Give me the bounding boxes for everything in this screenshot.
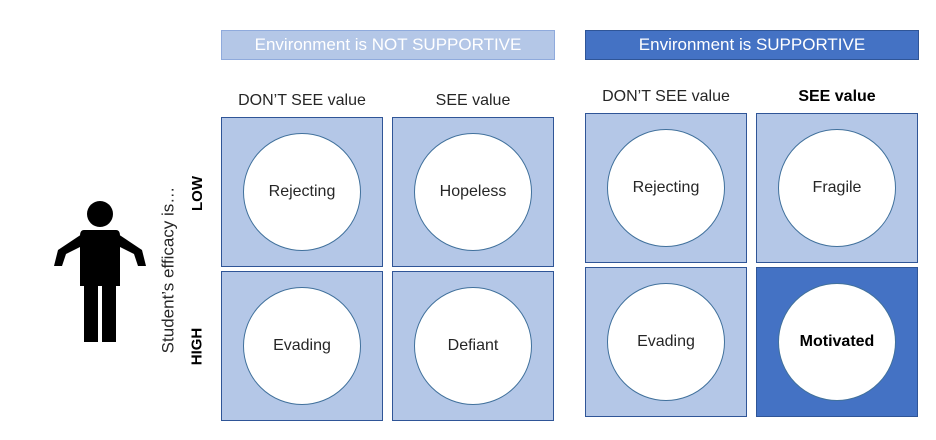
row-label-high: HIGH — [188, 327, 206, 365]
quadrant-label: Evading — [607, 283, 725, 401]
quadrant-motivated: Motivated — [756, 267, 918, 417]
quadrant-label: Hopeless — [414, 133, 532, 251]
quadrant-evading: Evading — [585, 267, 747, 417]
column-label-see-value: SEE value — [435, 92, 511, 109]
quadrant-evading: Evading — [221, 271, 383, 421]
quadrant-label: Rejecting — [607, 129, 725, 247]
efficacy-axis-title: Student’s efficacy is… — [158, 186, 177, 354]
row-label-low: LOW — [188, 175, 206, 211]
quadrant-defiant: Defiant — [392, 271, 554, 421]
column-label-dont-see-value: DON’T SEE value — [238, 92, 366, 109]
quadrant-hopeless: Hopeless — [392, 117, 554, 267]
quadrant-rejecting: Rejecting — [221, 117, 383, 267]
quadrant-fragile: Fragile — [756, 113, 918, 263]
quadrant-rejecting: Rejecting — [585, 113, 747, 263]
column-label-dont-see-value: DON’T SEE value — [602, 88, 730, 105]
quadrant-label: Defiant — [414, 287, 532, 405]
panel-header-supportive: Environment is SUPPORTIVE — [585, 30, 919, 60]
quadrant-label: Motivated — [778, 283, 896, 401]
column-label-see-value: SEE value — [798, 88, 876, 105]
quadrant-label: Fragile — [778, 129, 896, 247]
quadrant-label: Evading — [243, 287, 361, 405]
quadrant-label: Rejecting — [243, 133, 361, 251]
panel-header-not-supportive: Environment is NOT SUPPORTIVE — [221, 30, 555, 60]
person-shrugging-icon — [54, 201, 146, 342]
